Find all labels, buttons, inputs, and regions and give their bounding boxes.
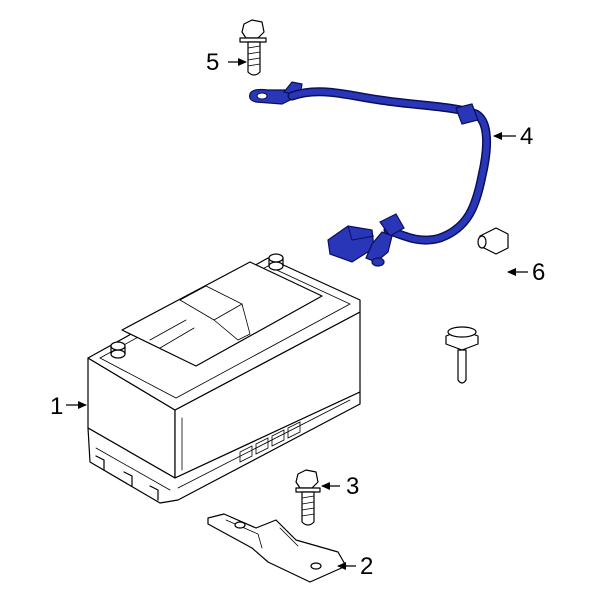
bracket-body bbox=[207, 513, 347, 583]
cable-clip bbox=[455, 103, 479, 125]
battery-terminal-positive bbox=[268, 261, 284, 271]
vent-tube[interactable] bbox=[445, 227, 509, 384]
callout-1: 1 bbox=[50, 393, 63, 420]
battery-base bbox=[87, 391, 361, 504]
battery[interactable] bbox=[87, 253, 361, 504]
bolt-head bbox=[241, 19, 265, 39]
battery-feet bbox=[95, 455, 159, 501]
tube-elbow bbox=[479, 227, 509, 255]
bolt-shank bbox=[301, 491, 315, 526]
callout-4: 4 bbox=[520, 123, 533, 150]
callout-leaders bbox=[66, 58, 528, 570]
battery-cable[interactable] bbox=[249, 81, 492, 267]
callout-6: 6 bbox=[532, 259, 545, 286]
tube-body bbox=[459, 245, 499, 339]
callout-3: 3 bbox=[346, 473, 359, 500]
bracket-bolt[interactable] bbox=[295, 469, 321, 526]
callout-2: 2 bbox=[360, 553, 373, 580]
battery-terminal-negative bbox=[110, 349, 126, 359]
callout-5: 5 bbox=[206, 49, 219, 76]
battery-lid bbox=[121, 261, 323, 367]
hold-down-bracket[interactable] bbox=[207, 513, 347, 583]
bolt-shank bbox=[247, 41, 261, 76]
cable-wire bbox=[289, 88, 490, 244]
bolt-head bbox=[295, 469, 319, 489]
terminal-bolt[interactable] bbox=[239, 19, 267, 76]
